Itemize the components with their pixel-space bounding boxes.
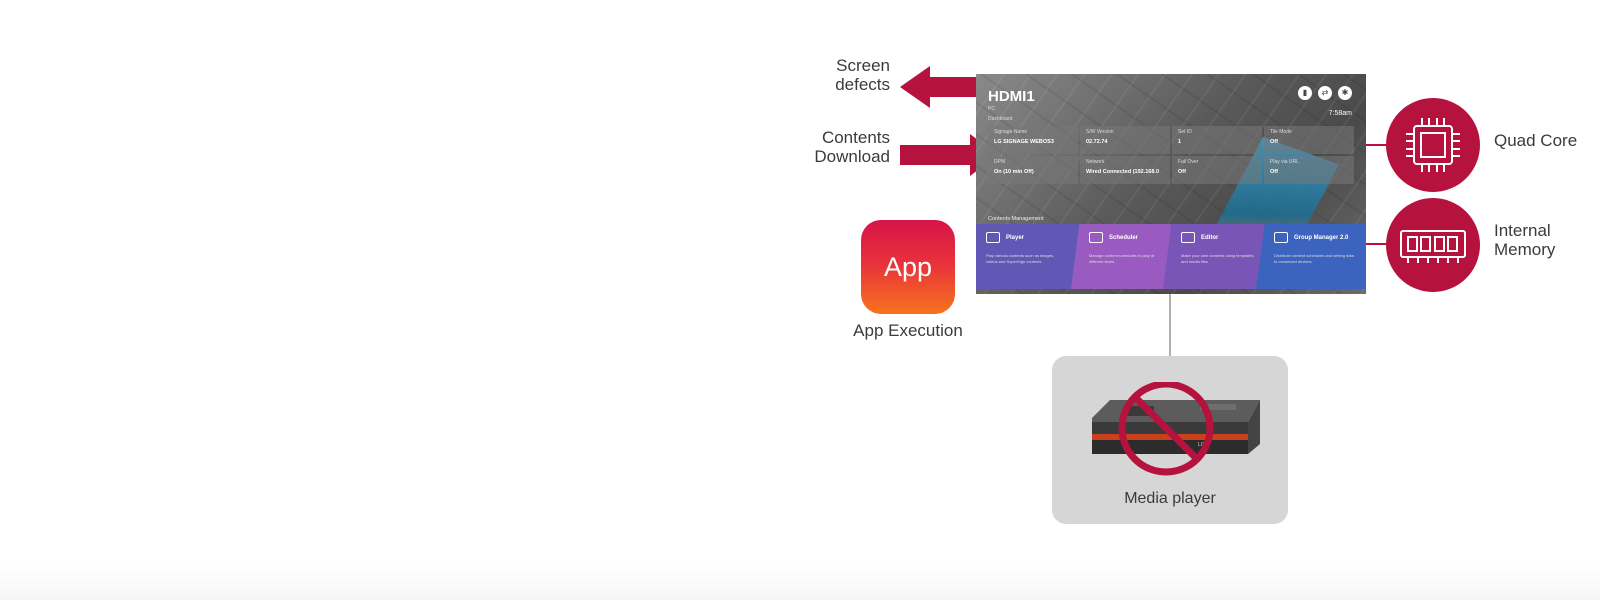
contents-management-label: Contents Management bbox=[988, 216, 1044, 222]
info-value: 02.72.74 bbox=[1086, 139, 1108, 145]
quad-core-circle bbox=[1386, 98, 1480, 192]
input-icon[interactable]: ⇄ bbox=[1318, 86, 1332, 100]
info-value: On (10 min Off) bbox=[994, 169, 1034, 175]
contents-download-label: Contents Download bbox=[814, 128, 890, 166]
cpu-chip-icon bbox=[1406, 118, 1460, 172]
prohibited-icon bbox=[1118, 382, 1214, 476]
info-cell[interactable]: Tile Mode Off bbox=[1264, 126, 1354, 154]
info-key: Set ID bbox=[1178, 129, 1192, 135]
info-value: Wired Connected (192.168.0 bbox=[1086, 169, 1160, 175]
app-icon: App bbox=[861, 220, 955, 314]
info-cell[interactable]: Network Wired Connected (192.168.0 bbox=[1080, 156, 1170, 184]
bottom-fade bbox=[0, 565, 1600, 600]
screen-title: HDMI1 bbox=[988, 88, 1035, 105]
scheduler-icon bbox=[1089, 232, 1103, 243]
editor-icon bbox=[1181, 232, 1195, 243]
tile-desc: Make your own contents using templates a… bbox=[1181, 253, 1254, 264]
info-key: Tile Mode bbox=[1270, 129, 1292, 135]
storage-icon[interactable]: ▮ bbox=[1298, 86, 1312, 100]
media-player-label: Media player bbox=[1124, 490, 1216, 507]
info-value: Off bbox=[1178, 169, 1186, 175]
tile-desc: Play various contents such as images, vi… bbox=[986, 253, 1055, 264]
internal-memory-label: Internal Memory bbox=[1494, 221, 1556, 259]
tile-player[interactable]: Player Play various contents such as ima… bbox=[976, 224, 1081, 289]
svg-text:LG: LG bbox=[1198, 442, 1205, 448]
memory-connector bbox=[1366, 243, 1388, 245]
info-cell[interactable]: DPM On (10 min Off) bbox=[988, 156, 1078, 184]
group-manager-icon bbox=[1274, 232, 1288, 243]
screen-defects-arrow bbox=[900, 66, 980, 108]
media-player-connector bbox=[1169, 294, 1171, 356]
tile-desc: Manage content schedules to play at diff… bbox=[1089, 253, 1155, 264]
info-cell[interactable]: Set ID 1 bbox=[1172, 126, 1262, 154]
info-key: Network bbox=[1086, 159, 1105, 165]
info-value: 1 bbox=[1178, 139, 1182, 145]
contents-download-arrow bbox=[900, 134, 998, 176]
info-value: LG SIGNAGE WEBOS3 bbox=[994, 139, 1054, 145]
tile-desc: Distribute content schedules and setting… bbox=[1274, 253, 1354, 264]
memory-module-icon bbox=[1400, 230, 1466, 263]
info-cell[interactable]: Fail Over Off bbox=[1172, 156, 1262, 184]
info-key: Play via URL bbox=[1270, 159, 1299, 165]
info-cell[interactable]: S/W Version 02.72.74 bbox=[1080, 126, 1170, 154]
top-icons: ▮ ⇄ ✱ bbox=[1298, 86, 1352, 100]
tile-scheduler[interactable]: Scheduler Manage content schedules to pl… bbox=[1071, 224, 1173, 289]
info-key: Fail Over bbox=[1178, 159, 1199, 165]
info-key: S/W Version bbox=[1086, 129, 1114, 135]
screen-defects-label: Screen defects bbox=[835, 56, 890, 94]
tile-title: Player bbox=[1006, 234, 1025, 241]
internal-memory-circle bbox=[1386, 198, 1480, 292]
dashboard-label: Dashboard bbox=[988, 116, 1013, 122]
info-value: Off bbox=[1270, 139, 1278, 145]
signage-screen: HDMI1 PC Dashboard ▮ ⇄ ✱ 7:58am Signage … bbox=[976, 74, 1366, 294]
tile-group-manager[interactable]: Group Manager 2.0 Distribute content sch… bbox=[1256, 224, 1366, 289]
info-key: DPM bbox=[994, 159, 1006, 165]
app-execution-label: App Execution bbox=[853, 321, 963, 340]
quad-core-label: Quad Core bbox=[1494, 131, 1578, 150]
info-cell[interactable]: Play via URL Off bbox=[1264, 156, 1354, 184]
tile-title: Scheduler bbox=[1109, 234, 1139, 241]
screen-subtitle: PC bbox=[988, 106, 995, 112]
dashboard-info-grid: Signage Name LG SIGNAGE WEBOS3 S/W Versi… bbox=[988, 126, 1354, 184]
tile-title: Editor bbox=[1201, 234, 1219, 241]
info-value: Off bbox=[1270, 169, 1278, 175]
media-player-device: LG bbox=[1092, 382, 1260, 476]
tile-title: Group Manager 2.0 bbox=[1294, 234, 1349, 241]
quad-core-connector bbox=[1366, 144, 1388, 146]
info-key: Signage Name bbox=[994, 129, 1028, 135]
clock: 7:58am bbox=[1328, 110, 1352, 117]
settings-icon[interactable]: ✱ bbox=[1338, 86, 1352, 100]
media-player-card: LG Media player bbox=[1052, 356, 1288, 524]
info-cell[interactable]: Signage Name LG SIGNAGE WEBOS3 bbox=[988, 126, 1078, 154]
tile-editor[interactable]: Editor Make your own contents using temp… bbox=[1163, 224, 1266, 289]
player-icon bbox=[986, 232, 1000, 243]
